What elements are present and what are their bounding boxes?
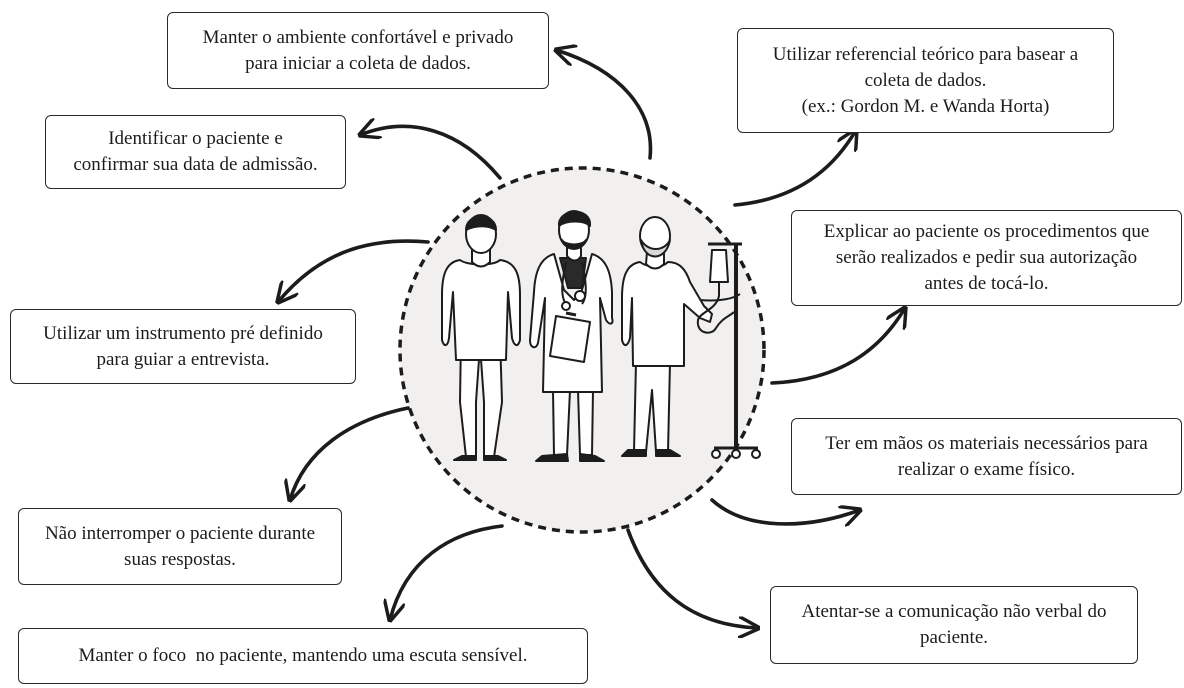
box-ambiente: Manter o ambiente confortável e privado … [167,12,549,89]
arrow-to-interromper [290,406,410,500]
box-referencial: Utilizar referencial teórico para basear… [737,28,1114,133]
arrow-to-foco [390,524,504,620]
box-referencial-line-2: coleta de dados. [864,69,987,91]
arrow-to-comunicacao [626,528,758,628]
box-materiais: Ter em mãos os materiais necessários par… [791,418,1182,495]
iv-drip-stand-icon [696,242,761,459]
arrow-to-identificar [360,126,502,180]
box-identificar: Identificar o paciente e confirmar sua d… [45,115,346,189]
box-referencial-line-3: (ex.: Gordon M. e Wanda Horta) [801,95,1050,117]
box-interromper: Não interromper o paciente durante suas … [18,508,342,585]
box-comunicacao-line-1: Atentar-se a comunicação não verbal do [801,601,1107,622]
box-instrumento-line-1: Utilizar um instrumento pré definido [43,322,323,344]
arrow-to-instrumento [278,239,430,302]
box-identificar-line-2: confirmar sua data de admissão. [73,154,318,175]
box-explicar-line-1: Explicar ao paciente os procedimentos qu… [823,221,1150,242]
box-materiais-line-2: realizar o exame físico. [897,458,1076,480]
patient-figure-icon [441,214,521,461]
box-foco: Manter o foco no paciente, mantendo uma … [18,628,588,684]
arrow-to-materiais [710,498,860,524]
box-identificar-line-1: Identificar o paciente e [108,128,283,149]
doctor-figure-icon [529,210,614,462]
box-referencial-line-1: Utilizar referencial teórico para basear… [772,43,1079,65]
elderly-patient-figure-icon [621,216,741,457]
box-instrumento: Utilizar um instrumento pré definido par… [10,309,356,384]
box-explicar: Explicar ao paciente os procedimentos qu… [791,210,1182,306]
box-explicar-line-2: serão realizados e pedir sua autorização [835,247,1138,268]
box-foco-line-1: Manter o foco no paciente, mantendo uma … [78,645,528,666]
box-interromper-line-1: Não interromper o paciente durante [44,522,316,544]
arrow-to-explicar [770,308,905,385]
box-ambiente-line-1: Manter o ambiente confortável e privado [202,26,514,48]
box-comunicacao-line-2: paciente. [919,627,989,648]
box-instrumento-line-2: para guiar a entrevista. [96,348,270,370]
box-ambiente-line-2: para iniciar a coleta de dados. [245,52,471,74]
box-materiais-line-1: Ter em mãos os materiais necessários par… [825,432,1148,454]
arrow-to-referencial [733,130,856,207]
box-interromper-line-2: suas respostas. [124,548,236,570]
box-comunicacao: Atentar-se a comunicação não verbal do p… [770,586,1138,664]
box-explicar-line-3: antes de tocá-lo. [924,273,1049,294]
arrow-to-ambiente [556,50,653,160]
